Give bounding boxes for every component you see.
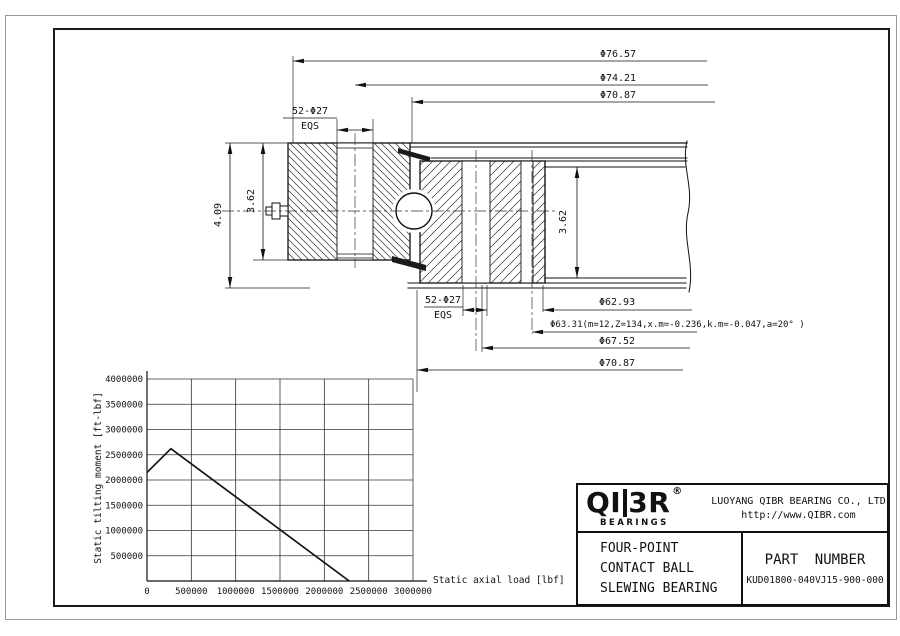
dim-root-diameter: Φ62.93 — [599, 297, 635, 308]
company-name: LUOYANG QIBR BEARING CO., LTD — [711, 495, 886, 507]
capacity-curve — [146, 447, 350, 582]
y-axis-label: Static tilting moment [ft-lbf] — [93, 392, 104, 564]
dimension-lines — [227, 58, 715, 373]
company-website: http://www.QIBR.com — [741, 509, 856, 521]
y-tick-label: 3000000 — [105, 426, 143, 436]
logo-text-b: 3 — [623, 488, 648, 517]
gear-zone-band — [520, 160, 534, 284]
x-tick-label: 500000 — [175, 587, 208, 597]
logo-subtext: BEARINGS — [600, 517, 669, 528]
part-number-value: KUD01800-040VJ15-900-000 — [746, 574, 884, 586]
logo-text-r: R — [648, 485, 671, 519]
logo-text-qi: QI — [586, 485, 622, 519]
y-tick-label: 2000000 — [105, 476, 143, 486]
centerlines — [222, 133, 558, 352]
load-chart-axes: Static axial load [lbf] Static tilting m… — [93, 371, 565, 586]
y-tick-label: 1000000 — [105, 527, 143, 537]
company-info-cell: LUOYANG QIBR BEARING CO., LTD http://www… — [710, 485, 887, 531]
product-type-cell: FOUR-POINT CONTACT BALL SLEWING BEARING — [578, 533, 743, 604]
x-axis-label: Static axial load [lbf] — [433, 575, 565, 586]
dimension-labels: Φ76.57 Φ74.21 Φ70.87 52-Φ27 EQS 4.09 3.6… — [213, 49, 805, 369]
x-tick-label: 2000000 — [305, 587, 343, 597]
sheet-frame — [5, 15, 897, 620]
dim-outer-diameter-1: Φ76.57 — [600, 49, 636, 60]
y-tick-label: 1500000 — [105, 501, 143, 511]
dim-inner-ring-height: 3.62 — [246, 189, 257, 213]
title-block-detail-row: FOUR-POINT CONTACT BALL SLEWING BEARING … — [578, 533, 887, 604]
bolt-count-top: 52-Φ27 — [292, 106, 328, 117]
bearing-cross-section — [265, 140, 692, 293]
y-tick-label: 4000000 — [105, 375, 143, 385]
dim-bolt-circle-top: Φ74.21 — [600, 73, 636, 84]
dim-bolt-circle-bottom: Φ67.52 — [599, 336, 635, 347]
dim-overall-height: 4.09 — [213, 203, 224, 227]
y-tick-label: 2500000 — [105, 451, 143, 461]
x-tick-label: 1000000 — [217, 587, 255, 597]
product-type-line2: CONTACT BALL — [600, 560, 694, 576]
product-type-line1: FOUR-POINT — [600, 540, 679, 556]
extension-lines — [225, 56, 544, 392]
x-tick-label: 0 — [144, 587, 149, 597]
dim-outer-ring-height: 3.62 — [558, 210, 569, 234]
x-tick-label: 3000000 — [394, 587, 432, 597]
gear-specification: Φ63.31(m=12,Z=134,x.m=-0.236,k.m=-0.047,… — [550, 320, 805, 330]
bolt-eqs-top: EQS — [301, 121, 319, 132]
x-tick-label: 2500000 — [350, 587, 388, 597]
product-type-line3: SLEWING BEARING — [600, 580, 718, 596]
dim-seal-diameter-bottom: Φ70.87 — [599, 358, 635, 369]
load-chart-grid-and-curve: 500000 1000000 1500000 2000000 2500000 300000… — [105, 375, 432, 597]
bolt-eqs-bottom: EQS — [434, 310, 452, 321]
part-number-label: PART NUMBER — [764, 551, 866, 568]
part-number-cell: PART NUMBER KUD01800-040VJ15-900-000 — [743, 533, 887, 604]
dim-seal-diameter-top: Φ70.87 — [600, 90, 636, 101]
y-tick-label: 3500000 — [105, 400, 143, 410]
registered-trademark-icon: ® — [672, 485, 683, 497]
lower-seal — [392, 256, 426, 271]
break-line — [684, 140, 692, 293]
upper-seal — [398, 148, 430, 162]
y-tick-label: 500000 — [110, 552, 143, 562]
bolt-count-bottom: 52-Φ27 — [425, 295, 461, 306]
x-tick-label: 1500000 — [261, 587, 299, 597]
